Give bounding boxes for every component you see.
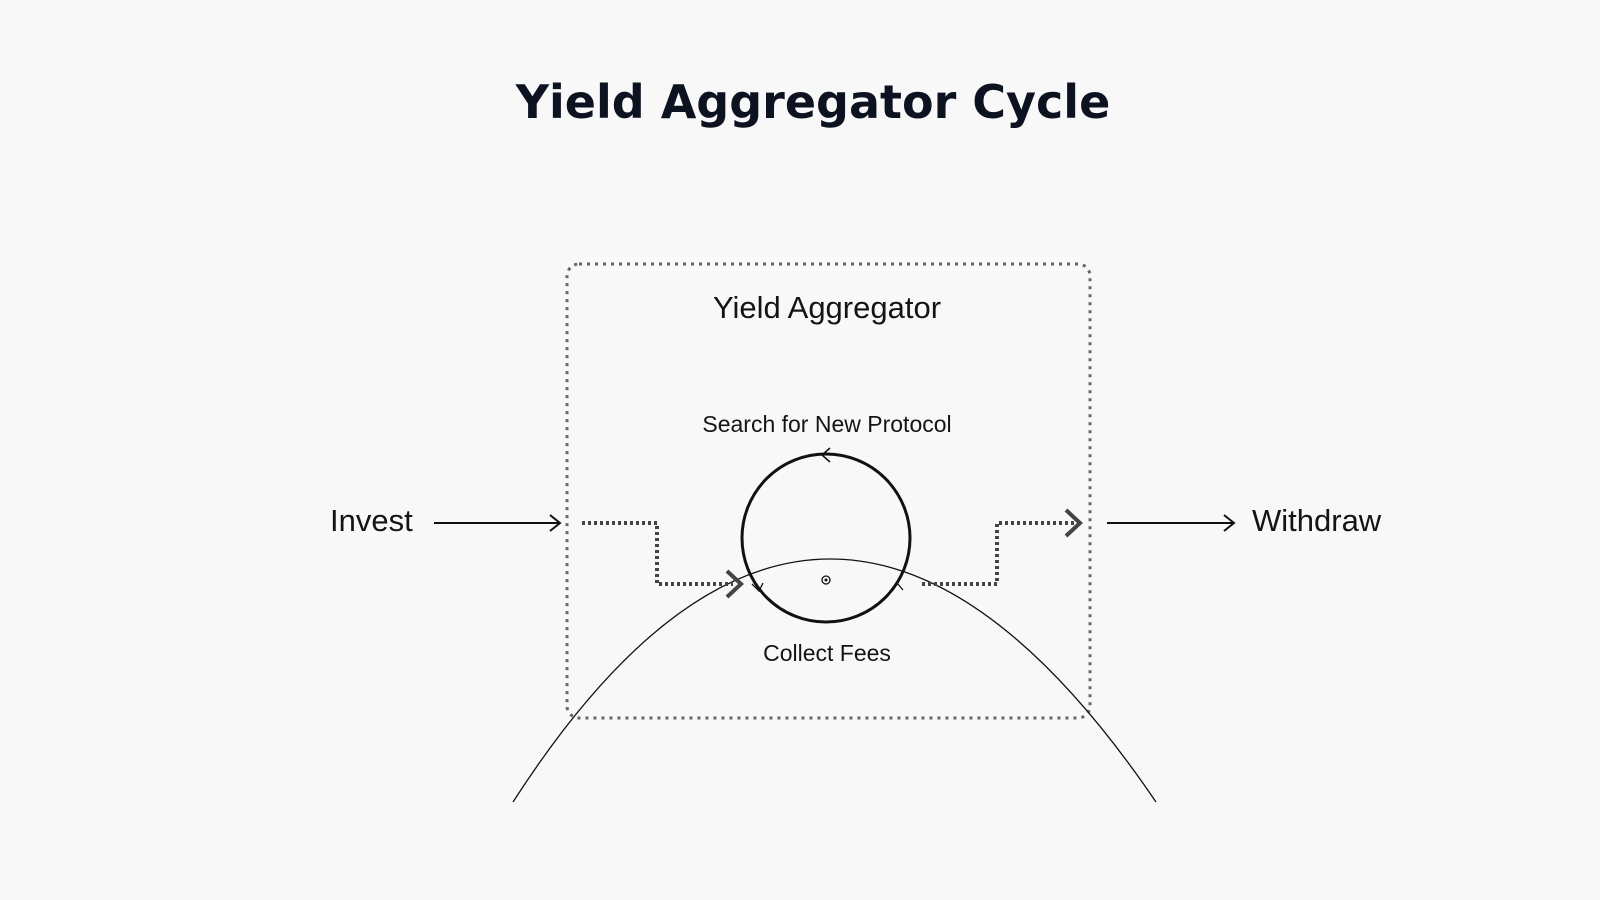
- arc-tick-left-icon: [751, 582, 764, 593]
- chevron-right-icon: [725, 569, 744, 599]
- collect-fees-label: Collect Fees: [763, 640, 891, 666]
- invest-label: Invest: [330, 503, 413, 538]
- diagram-title: Yield Aggregator Cycle: [515, 75, 1111, 129]
- aggregator-label: Yield Aggregator: [713, 290, 941, 325]
- arc-tick-right-icon: [891, 581, 904, 591]
- arrow-right-icon: [549, 514, 562, 532]
- outflow-dotted-path: [922, 521, 1074, 586]
- aggregator-container: [565, 262, 1092, 720]
- inflow-dotted-path: [582, 521, 733, 586]
- chevron-left-icon: [820, 447, 831, 463]
- background-arc: [512, 558, 1157, 803]
- arrow-right-icon: [1223, 514, 1236, 532]
- withdraw-arrow: [1107, 514, 1236, 532]
- search-protocol-label: Search for New Protocol: [702, 411, 951, 437]
- cycle-circle: [740, 452, 912, 624]
- invest-arrow: [434, 514, 562, 532]
- pivot-marker: [821, 575, 831, 585]
- chevron-right-icon: [1064, 508, 1083, 538]
- withdraw-label: Withdraw: [1252, 503, 1382, 538]
